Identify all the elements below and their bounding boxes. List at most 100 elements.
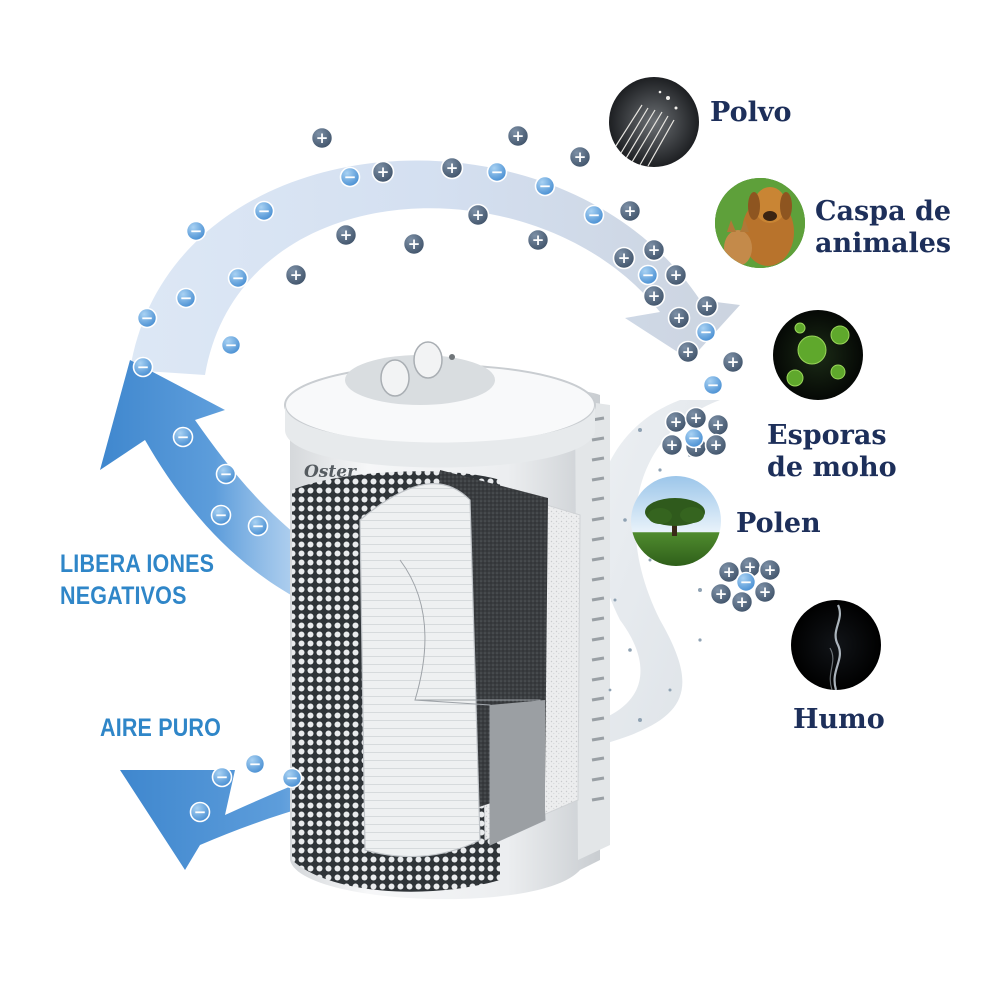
positive-ion — [618, 199, 642, 223]
positive-ion — [506, 124, 530, 148]
negative-ion — [215, 463, 237, 485]
negative-ion-symbol: − — [220, 465, 233, 483]
ion-outflow-arrow — [100, 360, 330, 600]
positive-ion-symbol: + — [670, 413, 683, 431]
positive-ion — [642, 238, 666, 262]
negative-ion — [339, 166, 361, 188]
positive-ion — [704, 433, 728, 457]
positive-ion — [334, 223, 358, 247]
mold-spore-icon — [773, 310, 863, 400]
negative-ion — [132, 356, 154, 378]
positive-ion-symbol: + — [701, 297, 714, 315]
negative-ion-symbol: − — [707, 376, 720, 394]
negative-ion-symbol: − — [688, 429, 701, 447]
negative-ion-symbol: − — [141, 309, 154, 327]
negative-ion — [210, 504, 232, 526]
negative-ion-symbol: − — [588, 206, 601, 224]
negative-ion-symbol: − — [177, 428, 190, 446]
positive-ion-symbol: + — [723, 563, 736, 581]
positive-ion-symbol: + — [764, 561, 777, 579]
positive-ion-symbol: + — [712, 416, 725, 434]
negative-ion-symbol: − — [740, 573, 753, 591]
positive-ion — [568, 145, 592, 169]
positive-ion-symbol: + — [472, 206, 485, 224]
pollutant-label-mold-spores: Esporas de moho — [767, 420, 897, 483]
negative-ion-symbol: − — [539, 177, 552, 195]
positive-ion-symbol: + — [574, 148, 587, 166]
negative-ion-symbol: − — [216, 768, 229, 786]
negative-ion-symbol: − — [215, 506, 228, 524]
positive-ion — [642, 284, 666, 308]
positive-ion — [371, 160, 395, 184]
positive-ion-symbol: + — [682, 343, 695, 361]
control-knobs — [380, 341, 455, 397]
positive-ion-symbol: + — [340, 226, 353, 244]
negative-ion — [683, 427, 705, 449]
positive-ion-symbol: + — [648, 241, 661, 259]
positive-ion — [660, 433, 684, 457]
brand-logo: Oster — [304, 462, 357, 482]
positive-ion — [695, 294, 719, 318]
negative-ion — [211, 766, 233, 788]
negative-ion — [136, 307, 158, 329]
positive-ion — [717, 560, 741, 584]
positive-ion — [440, 156, 464, 180]
positive-ion-symbol: + — [290, 266, 303, 284]
pollutant-label-smoke: Humo — [793, 704, 885, 735]
positive-ion — [676, 340, 700, 364]
dog-cat-icon — [715, 178, 805, 268]
pollutant-label-dust: Polvo — [710, 97, 792, 128]
negative-ion-symbol: − — [700, 323, 713, 341]
positive-ion — [310, 126, 334, 150]
negative-ion — [253, 200, 275, 222]
negative-ion-symbol: − — [286, 769, 299, 787]
negative-ion-symbol: − — [642, 266, 655, 284]
negative-ion — [583, 204, 605, 226]
smoke-icon — [791, 600, 881, 690]
positive-ion — [667, 306, 691, 330]
negative-ion — [695, 321, 717, 343]
positive-ion — [753, 580, 777, 604]
negative-ion — [220, 334, 242, 356]
positive-ion-symbol: + — [670, 266, 683, 284]
positive-ion-symbol: + — [316, 129, 329, 147]
positive-ion-symbol: + — [408, 235, 421, 253]
negative-ion-symbol: − — [344, 168, 357, 186]
negative-ion — [637, 264, 659, 286]
positive-ion-symbol: + — [377, 163, 390, 181]
positive-ion — [466, 203, 490, 227]
positive-ion-symbol: + — [736, 593, 749, 611]
ion-release-callout: LIBERA IONES NEGATIVOS — [60, 550, 215, 610]
inflow-arc — [595, 400, 720, 745]
positive-ion-symbol: + — [715, 585, 728, 603]
positive-ion-symbol: + — [744, 558, 757, 576]
negative-ion — [172, 426, 194, 448]
positive-ion — [721, 350, 745, 374]
air-purifier — [284, 341, 610, 900]
positive-ion-symbol: + — [666, 436, 679, 454]
negative-ion — [247, 515, 269, 537]
negative-ion — [185, 220, 207, 242]
filter-stack — [359, 470, 581, 858]
negative-ion-symbol: − — [232, 269, 245, 287]
pollutant-label-pollen: Polen — [736, 508, 821, 539]
positive-ion-symbol: + — [759, 583, 772, 601]
negative-ion — [702, 374, 724, 396]
positive-ion-symbol: + — [727, 353, 740, 371]
positive-ion-symbol: + — [673, 309, 686, 327]
positive-ion — [664, 263, 688, 287]
positive-ion-symbol: + — [618, 249, 631, 267]
tree-icon — [631, 476, 721, 566]
negative-ion-symbol: − — [258, 202, 271, 220]
positive-ion-symbol: + — [710, 436, 723, 454]
positive-ion-symbol: + — [624, 202, 637, 220]
negative-ion — [534, 175, 556, 197]
positive-ion — [612, 246, 636, 270]
positive-ion — [758, 558, 782, 582]
positive-ion — [402, 232, 426, 256]
positive-ion — [284, 263, 308, 287]
negative-ion-symbol: − — [249, 755, 262, 773]
ion-field: +++++++++++++++++++++++++++++++−−−−−−−−−… — [132, 124, 782, 823]
negative-ion-symbol: − — [194, 803, 207, 821]
